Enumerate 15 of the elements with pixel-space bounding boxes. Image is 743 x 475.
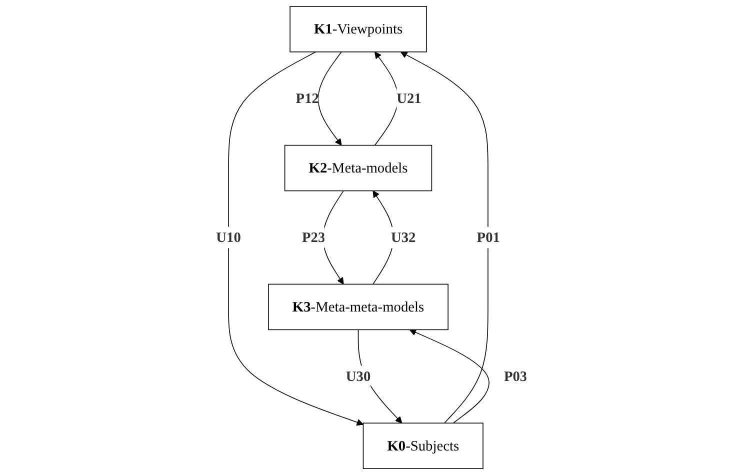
edge-label: P23 [302, 229, 326, 246]
arrow [410, 329, 490, 424]
edge-label: U10 [216, 229, 242, 246]
node-box: K0-Subjects [363, 422, 484, 470]
arrow [228, 52, 364, 426]
edge-label: U30 [346, 368, 371, 384]
node-box: K2-Meta-models [284, 144, 432, 192]
arrow [400, 52, 489, 424]
edge-label: P03 [504, 368, 528, 384]
edge-label: P01 [477, 229, 500, 246]
edge-label: U21 [396, 90, 422, 106]
node-box: K3-Meta-meta-models [268, 284, 449, 330]
arrow [318, 52, 342, 146]
edge-label: U32 [391, 229, 416, 246]
node-box: K1-Viewpoints [290, 6, 428, 52]
